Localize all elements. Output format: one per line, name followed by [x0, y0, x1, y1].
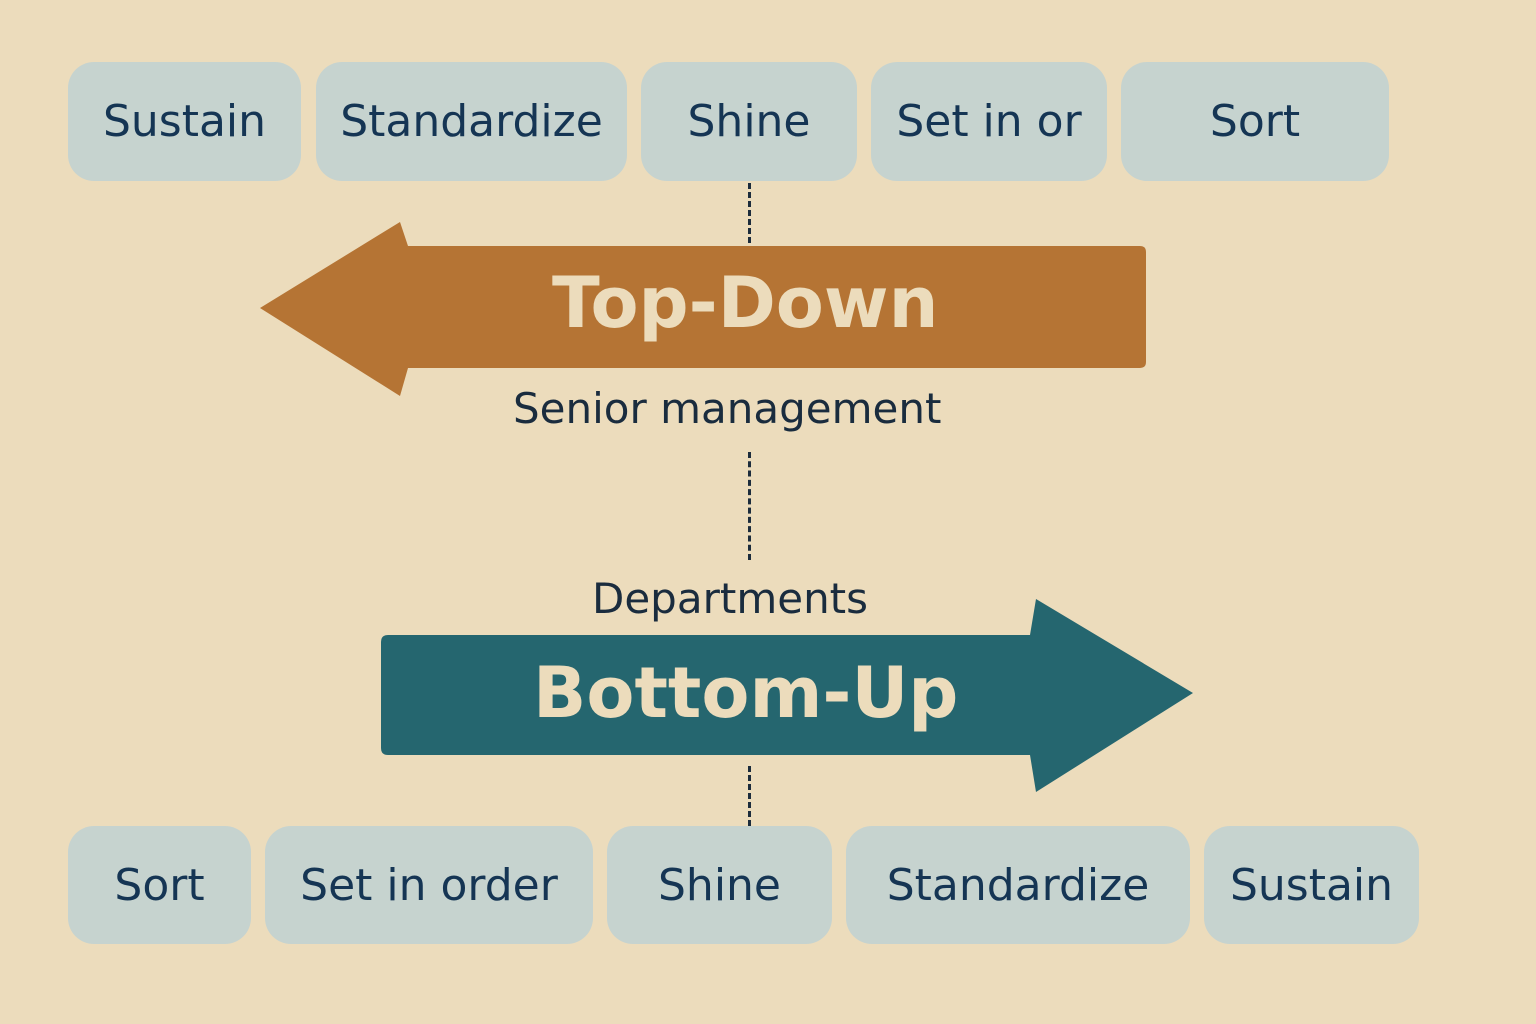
top-box-label: Sustain	[102, 96, 267, 147]
top-box-label: Set in or	[896, 96, 1082, 147]
bottom-box-standardize: Standardize	[846, 826, 1190, 944]
dashed-connector-middle	[748, 452, 751, 560]
top-box-label: Sort	[1209, 96, 1301, 147]
top-box-sort: Sort	[1121, 62, 1389, 181]
top-box-label: Shine	[687, 96, 811, 147]
bottom-box-shine: Shine	[607, 826, 832, 944]
top-box-standardize: Standardize	[316, 62, 627, 181]
top-box-sustain: Sustain	[68, 62, 301, 181]
bottom-box-sustain: Sustain	[1204, 826, 1419, 944]
departments-caption: Departments	[592, 574, 869, 623]
bottom-box-label: Sort	[114, 859, 205, 911]
bottom-box-sort: Sort	[68, 826, 251, 944]
top-box-label: Standardize	[340, 96, 603, 147]
top-box-shine: Shine	[641, 62, 857, 181]
top-down-arrow	[260, 222, 1146, 396]
dashed-connector-bottom	[748, 766, 751, 826]
bottom-box-label: Set in order	[300, 859, 558, 911]
bottom-up-arrow	[381, 599, 1193, 792]
senior-management-caption: Senior management	[513, 384, 942, 433]
dashed-connector-top	[748, 183, 751, 243]
bottom-box-label: Standardize	[886, 859, 1150, 911]
bottom-up-title: Bottom-Up	[533, 652, 959, 734]
bottom-box-set-in-order: Set in order	[265, 826, 593, 944]
bottom-box-label: Shine	[658, 859, 781, 911]
top-box-set-in-order: Set in or	[871, 62, 1107, 181]
top-down-title: Top-Down	[552, 262, 939, 344]
bottom-box-label: Sustain	[1229, 859, 1394, 911]
